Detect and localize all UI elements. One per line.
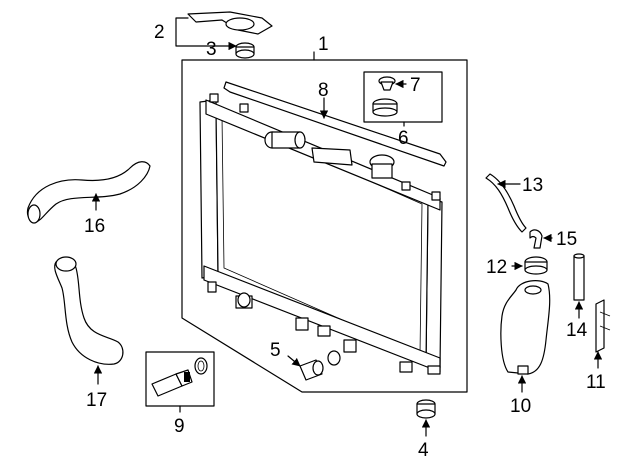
radiator-seal-strip [223,81,447,167]
reservoir-bracket-part [595,299,611,353]
leader-lines [91,41,603,437]
callout-8: 8 [318,80,329,101]
radiator-core [199,93,443,375]
callout-10: 10 [510,396,531,417]
callout-15: 15 [556,229,577,250]
callout-labels: 1 2 3 4 5 6 7 8 9 10 11 12 13 14 15 16 1… [84,22,606,461]
callout-14: 14 [566,320,588,341]
callout-17: 17 [86,390,107,411]
callout-12: 12 [486,257,507,278]
drain-plug-part [299,350,341,381]
cushion-part [235,42,255,59]
radiator-assembly-frame [181,59,468,393]
callout-7: 7 [410,75,421,96]
upper-hose-part [26,161,151,224]
radiator-cap-box [363,71,443,123]
reservoir-tank-part [500,280,551,375]
overflow-hose-part [485,173,527,233]
sensor-box [145,351,215,407]
callout-6: 6 [398,128,409,149]
callout-1: 1 [318,34,329,55]
callout-2: 2 [154,22,165,43]
straight-hose-part [573,253,585,301]
small-cap-part [416,399,436,419]
callout-16: 16 [84,216,105,237]
small-hose-part [529,229,543,249]
callout-3: 3 [206,39,217,60]
callout-4: 4 [418,440,429,461]
reservoir-cap-part [524,256,548,275]
callout-5: 5 [270,340,281,361]
callout-11: 11 [586,372,606,393]
callout-2-leader [175,17,231,47]
lower-hose-part [54,256,124,365]
upper-bracket-part [187,11,273,35]
callout-9: 9 [174,416,185,437]
callout-13: 13 [522,175,543,196]
